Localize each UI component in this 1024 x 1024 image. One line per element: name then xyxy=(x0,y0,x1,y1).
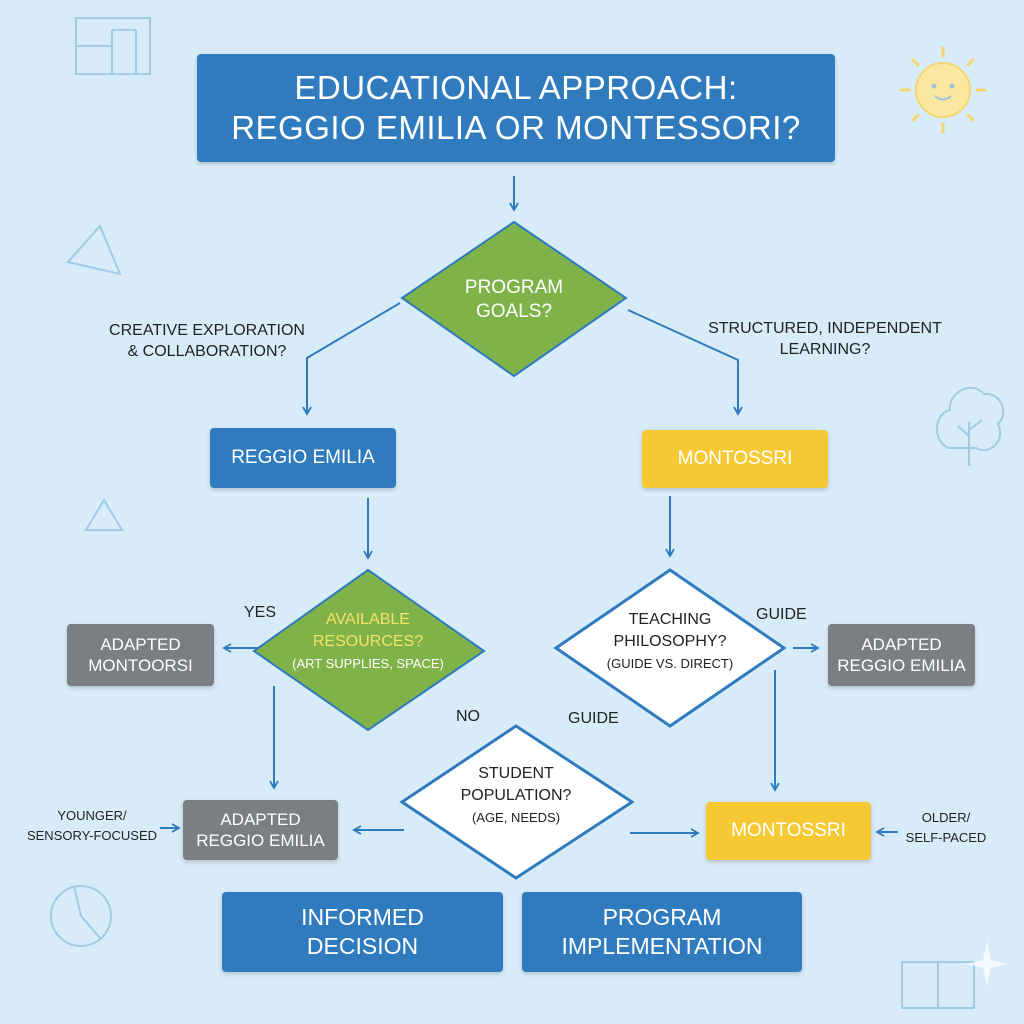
node-adapted-reggio-left-line-1: ADAPTED xyxy=(220,810,301,829)
node-adapted-reggio-left: ADAPTED REGGIO EMILIA xyxy=(183,800,338,860)
circle-icon xyxy=(50,885,112,947)
branch-left-label-line-1: CREATIVE EXPLORATION xyxy=(109,322,305,339)
decision-philosophy: TEACHING PHILOSOPHY? (GUIDE VS. DIRECT) xyxy=(584,606,756,678)
side-label-older-line-2: SELF-PACED xyxy=(905,830,987,845)
node-adapted-reggio-left-line-2: REGGIO EMILIA xyxy=(196,831,325,850)
outcome-informed-decision: INFORMED DECISION xyxy=(222,892,503,972)
node-montessori-bottom: MONTOSSRI xyxy=(706,802,871,860)
triangle-icon xyxy=(66,224,122,276)
node-reggio-emilia-label: REGGIO EMILIA xyxy=(231,447,375,468)
edge-label-guide-lower: GUIDE xyxy=(568,710,619,727)
node-montessori-bottom-label: MONTOSSRI xyxy=(731,820,846,841)
decision-goals-line-2: GOALS? xyxy=(475,301,553,322)
decision-resources-line-3: (ART SUPPLIES, SPACE) xyxy=(292,656,444,671)
decision-resources-line-2: RESOURCES? xyxy=(312,633,424,650)
triangle-small-icon xyxy=(84,498,124,531)
decision-resources-line-1: AVAILABLE xyxy=(326,611,410,628)
title-box: EDUCATIONAL APPROACH: REGGIO EMILIA OR M… xyxy=(197,54,835,162)
node-montessori-top-label: MONTOSSRI xyxy=(677,448,793,469)
decision-resources: AVAILABLE RESOURCES? (ART SUPPLIES, SPAC… xyxy=(280,606,456,678)
decision-population: STUDENT POPULATION? (AGE, NEEDS) xyxy=(432,760,600,832)
title-line-2: REGGIO EMILIA OR MONTESSORI? xyxy=(231,109,801,146)
outcome-program-line-1: PROGRAM xyxy=(602,904,722,930)
node-montessori-top: MONTOSSRI xyxy=(642,430,828,488)
side-label-older: OLDER/ SELF-PACED xyxy=(896,808,996,848)
node-adapted-montessori-line-1: ADAPTED xyxy=(100,635,181,654)
sun-icon xyxy=(899,46,987,134)
tree-icon xyxy=(936,387,1005,466)
branch-right-label-line-1: STRUCTURED, INDEPENDENT xyxy=(708,320,942,337)
decision-population-shape xyxy=(399,724,635,880)
outcome-program-implementation: PROGRAM IMPLEMENTATION xyxy=(522,892,802,972)
node-adapted-reggio-right-line-1: ADAPTED xyxy=(861,635,942,654)
edge-label-no: NO xyxy=(456,708,480,725)
window-icon xyxy=(75,17,151,75)
decision-philosophy-shape xyxy=(553,568,787,728)
branch-left-label: CREATIVE EXPLORATION & COLLABORATION? xyxy=(92,320,322,362)
decision-philosophy-line-2: PHILOSOPHY? xyxy=(613,633,727,650)
decision-goals-line-1: PROGRAM xyxy=(464,277,564,298)
outcome-program-line-2: IMPLEMENTATION xyxy=(561,933,763,959)
side-label-younger: YOUNGER/ SENSORY-FOCUSED xyxy=(18,806,166,846)
decision-goals: PROGRAM GOALS? xyxy=(434,270,594,330)
decision-goals-shape xyxy=(400,220,628,378)
outcome-informed-line-2: DECISION xyxy=(306,933,419,959)
edge-label-yes: YES xyxy=(244,604,277,621)
square-icon xyxy=(901,961,975,1009)
side-label-older-line-1: OLDER/ xyxy=(921,810,971,825)
branch-right-label: STRUCTURED, INDEPENDENT LEARNING? xyxy=(690,318,960,360)
node-reggio-emilia: REGGIO EMILIA xyxy=(210,428,396,488)
side-label-younger-line-1: YOUNGER/ xyxy=(57,808,127,823)
node-adapted-montessori-line-2: MONTOORSI xyxy=(88,656,193,675)
decision-philosophy-line-1: TEACHING xyxy=(628,611,712,628)
decision-population-line-3: (AGE, NEEDS) xyxy=(471,810,561,825)
branch-left-label-line-2: & COLLABORATION? xyxy=(127,343,287,360)
decision-resources-shape xyxy=(252,568,486,732)
decision-population-line-1: STUDENT xyxy=(478,765,554,782)
sparkle-icon xyxy=(966,940,1008,986)
decision-philosophy-line-3: (GUIDE VS. DIRECT) xyxy=(606,656,734,671)
node-adapted-reggio-right-line-2: REGGIO EMILIA xyxy=(837,656,966,675)
decision-population-line-2: POPULATION? xyxy=(460,787,572,804)
side-label-younger-line-2: SENSORY-FOCUSED xyxy=(26,828,158,843)
node-adapted-montessori: ADAPTED MONTOORSI xyxy=(67,624,214,686)
node-adapted-reggio-right: ADAPTED REGGIO EMILIA xyxy=(828,624,975,686)
branch-right-label-line-2: LEARNING? xyxy=(779,341,871,358)
outcome-informed-line-1: INFORMED xyxy=(301,904,424,930)
title-line-1: EDUCATIONAL APPROACH: xyxy=(294,69,738,106)
edge-label-guide-right: GUIDE xyxy=(756,606,807,623)
